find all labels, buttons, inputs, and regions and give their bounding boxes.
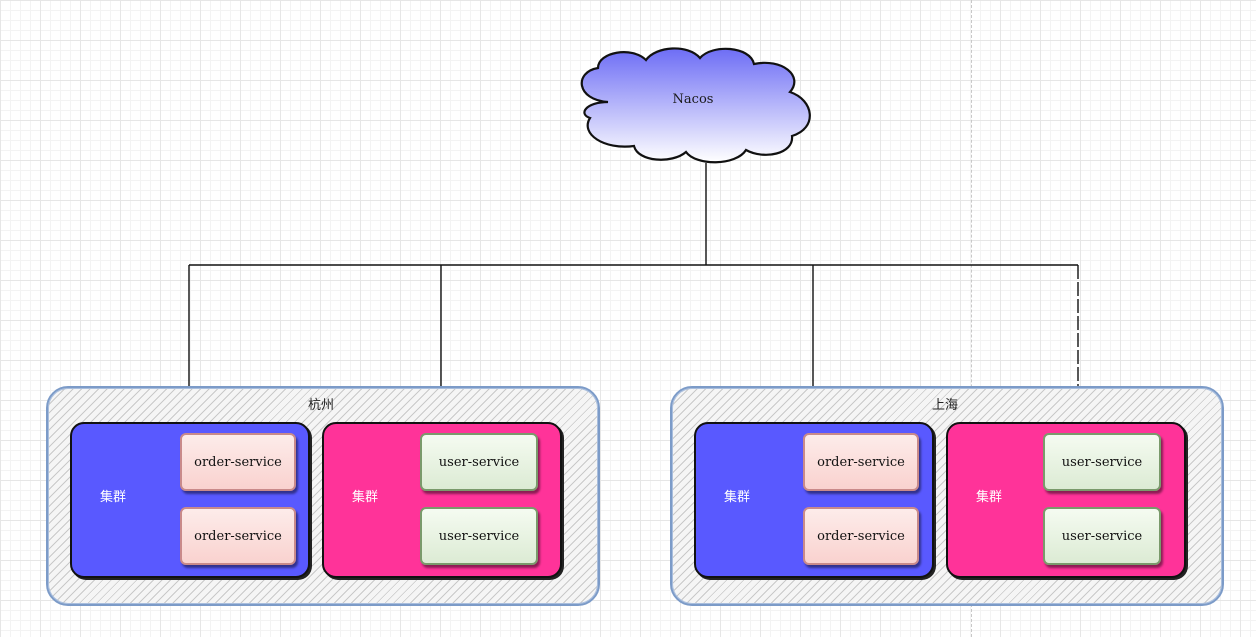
service-node[interactable]: order-service: [180, 507, 296, 565]
service-node[interactable]: user-service: [1043, 507, 1161, 565]
service-node[interactable]: user-service: [1043, 433, 1161, 491]
cluster-label: 集群: [100, 490, 127, 505]
cluster-label: 集群: [724, 490, 751, 505]
service-node[interactable]: order-service: [803, 507, 919, 565]
service-node[interactable]: order-service: [180, 433, 296, 491]
service-node[interactable]: order-service: [803, 433, 919, 491]
nacos-cloud[interactable]: [568, 42, 824, 166]
service-node[interactable]: user-service: [420, 433, 538, 491]
region-hangzhou-label: 杭州: [307, 398, 334, 413]
cluster-label: 集群: [976, 490, 1003, 505]
service-node[interactable]: user-service: [420, 507, 538, 565]
cluster-label: 集群: [352, 490, 379, 505]
nacos-label: Nacos: [672, 92, 714, 107]
page-break-line: [971, 0, 972, 637]
region-shanghai-label: 上海: [931, 398, 958, 413]
